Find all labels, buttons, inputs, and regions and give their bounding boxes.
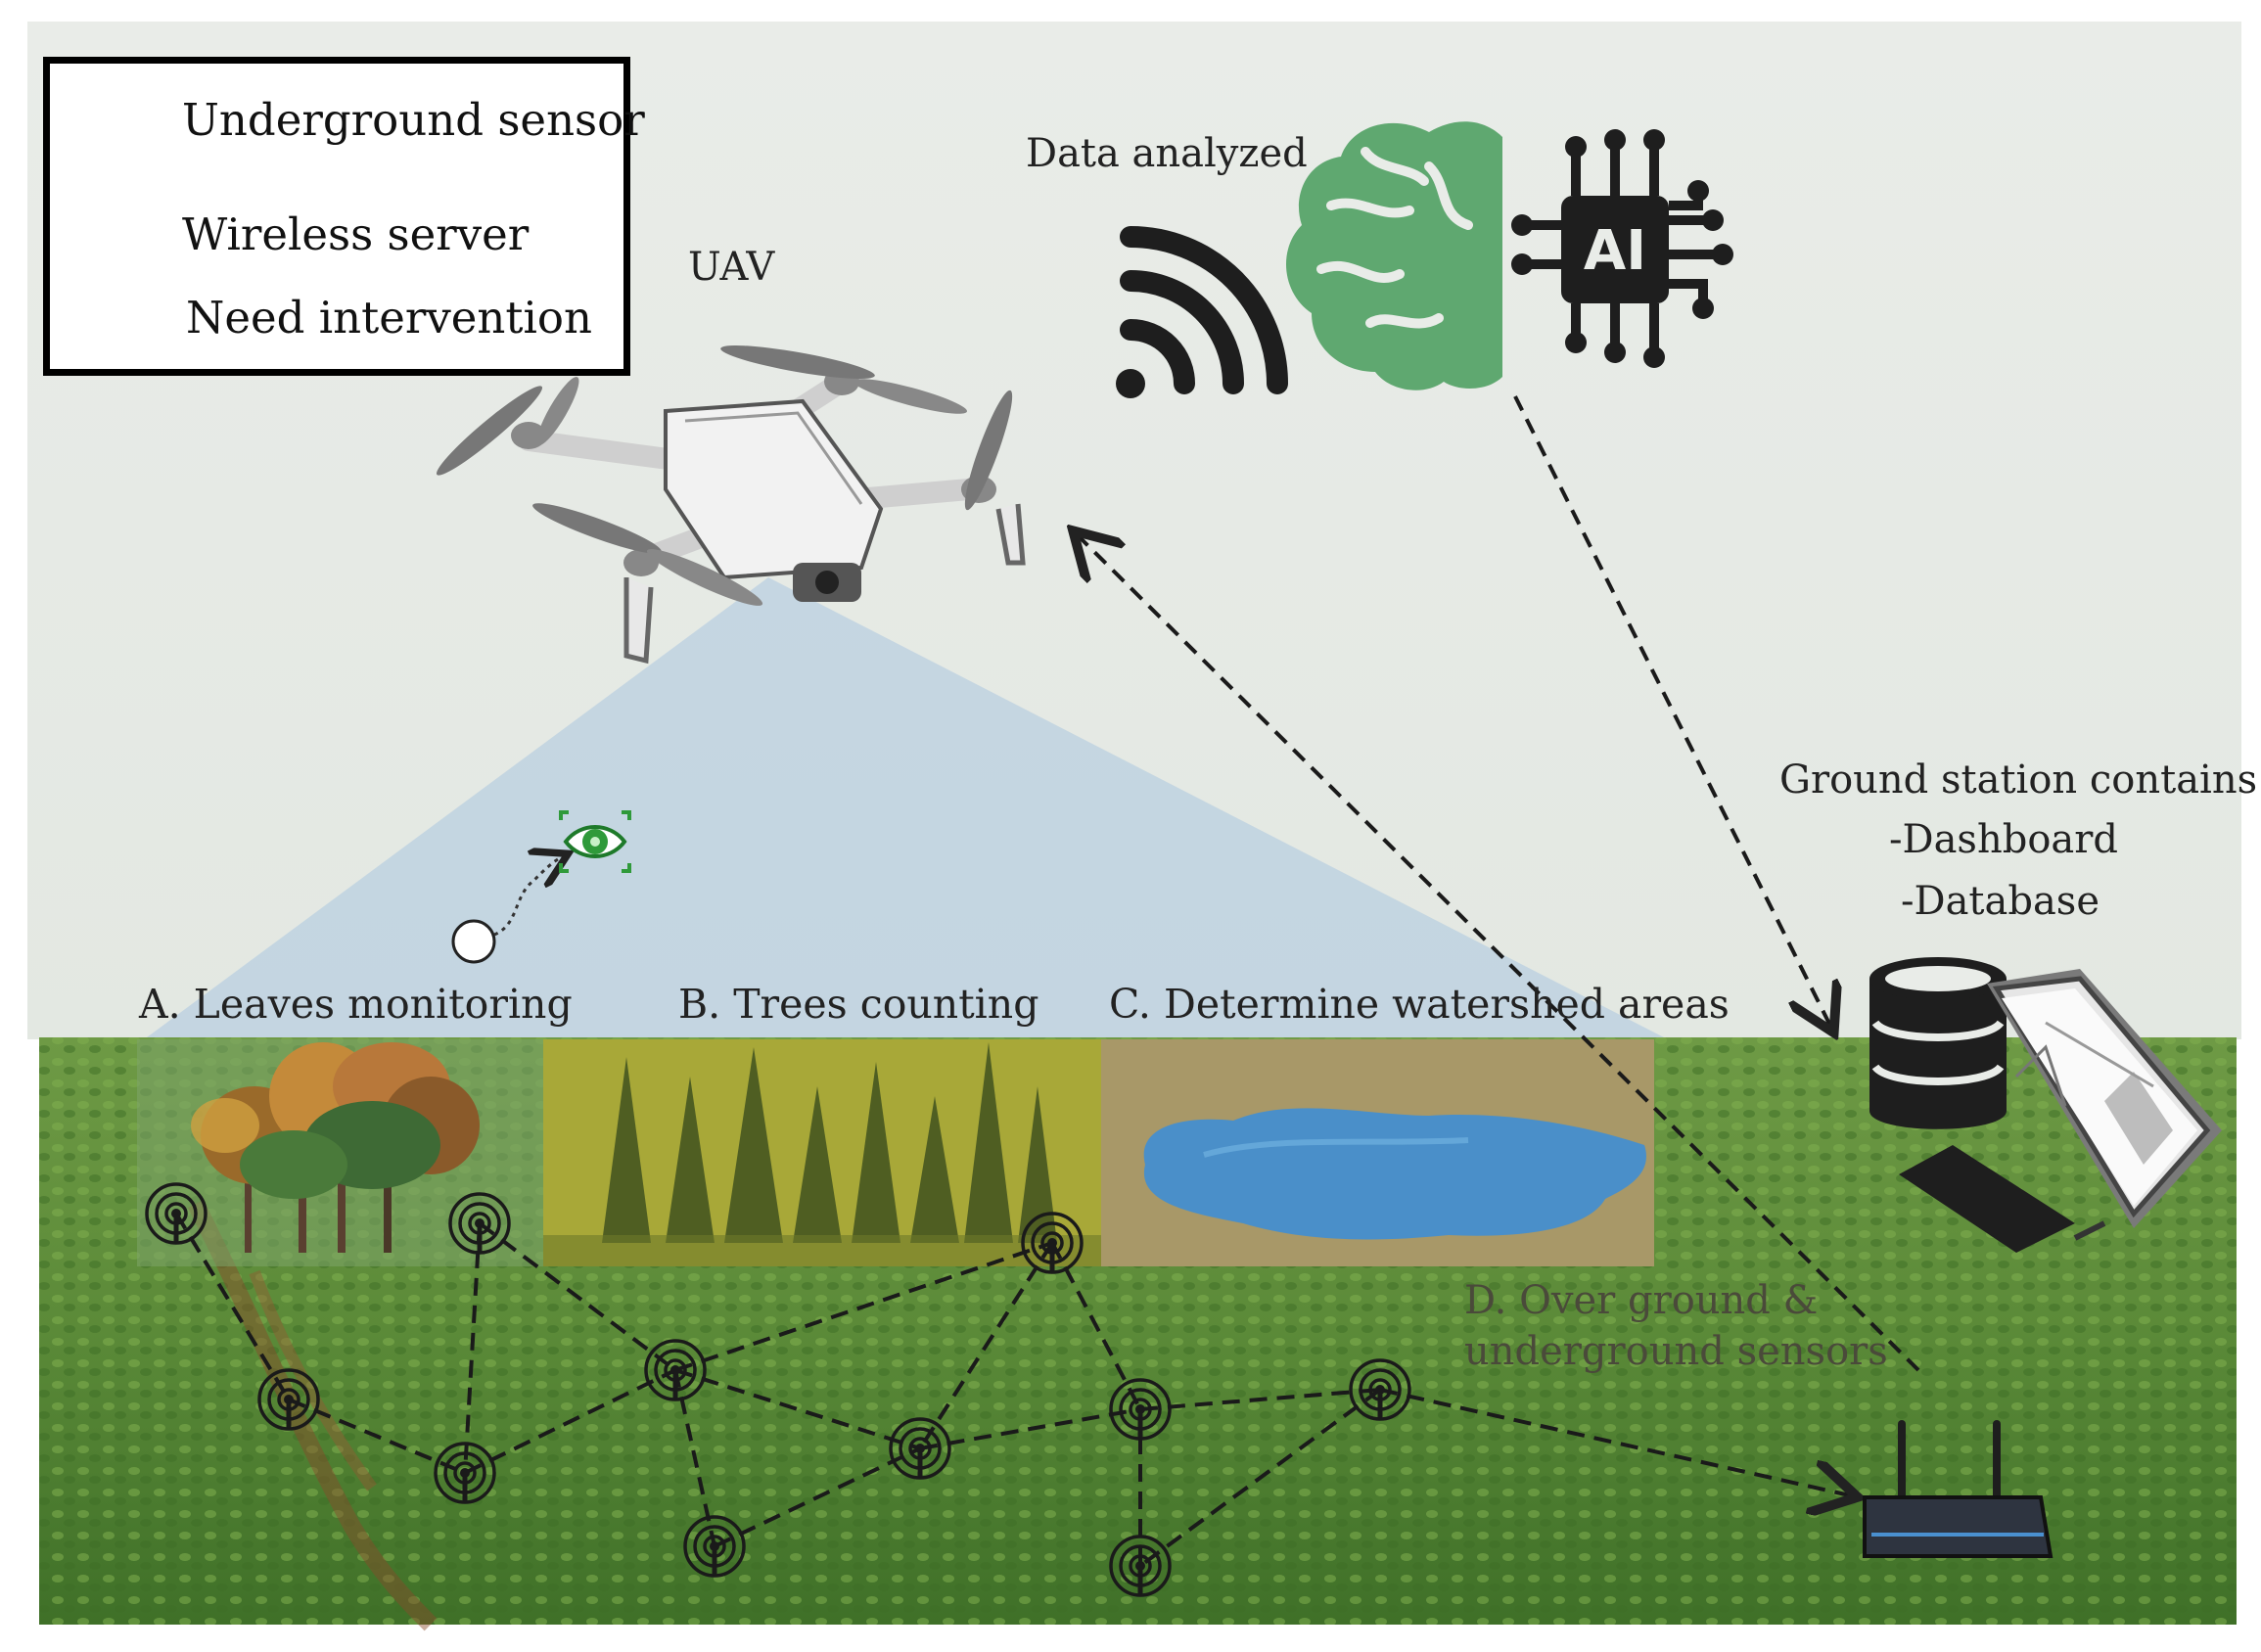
underground-sensor-icon xyxy=(145,1182,208,1245)
ai-chip-label: AI xyxy=(1584,219,1646,283)
legend-box xyxy=(43,57,630,376)
ground-station-label-line3: -Database xyxy=(1901,879,2100,924)
wifi-icon xyxy=(1116,226,1288,398)
legend-underground-sensor-label: Underground sensor xyxy=(182,94,645,146)
legend-wireless-server-label: Wireless server xyxy=(182,208,530,260)
uav-drone-illustration xyxy=(436,344,1026,665)
watershed-area xyxy=(1101,1039,1654,1266)
underground-sensor-icon xyxy=(257,1368,320,1431)
underground-sensor-icon xyxy=(889,1417,951,1480)
leaves-monitoring-area xyxy=(137,1039,543,1266)
ai-to-ground-station-link xyxy=(1513,395,1830,1026)
trees-counting-area xyxy=(543,1039,1101,1266)
leaves-monitoring-label: A. Leaves monitoring xyxy=(139,981,573,1028)
data-analyzed-label: Data analyzed xyxy=(1026,131,1308,176)
underground-sensor-icon xyxy=(644,1339,707,1401)
ground-station-illustration xyxy=(1869,957,2222,1253)
intervention-marker xyxy=(451,856,563,964)
watershed-label: C. Determine watershed areas xyxy=(1109,981,1730,1028)
trees-counting-label: B. Trees counting xyxy=(678,981,1039,1028)
underground-sensors xyxy=(145,1182,1411,1597)
sensors-label-line1: D. Over ground & xyxy=(1464,1278,1819,1323)
ground-station-label-line1: Ground station contains xyxy=(1779,757,2258,803)
underground-sensor-icon xyxy=(1349,1358,1411,1421)
need-intervention-icon xyxy=(559,810,631,873)
underground-sensor-icon xyxy=(1109,1535,1172,1597)
sensor-network-links xyxy=(174,1212,1850,1568)
wireless-server-router xyxy=(1863,1420,2053,1558)
underground-sensor-icon xyxy=(1021,1212,1084,1274)
router-to-uav-link xyxy=(1079,536,1920,1372)
database-icon xyxy=(1869,957,2007,1129)
uav-label: UAV xyxy=(688,245,775,290)
underground-sensor-icon xyxy=(434,1442,496,1504)
uav-camera-cone xyxy=(147,577,1664,1037)
sensors-label-line2: underground sensors xyxy=(1464,1329,1888,1374)
legend-need-intervention-label: Need intervention xyxy=(186,292,592,344)
underground-sensor-icon xyxy=(448,1192,511,1255)
ground-station-label-line2: -Dashboard xyxy=(1889,817,2118,862)
tablet-dashboard-icon xyxy=(1899,969,2222,1253)
underground-sensor-icon xyxy=(683,1515,746,1578)
ai-brain-icon: AI xyxy=(1285,121,1733,390)
underground-sensor-icon xyxy=(1109,1378,1172,1441)
